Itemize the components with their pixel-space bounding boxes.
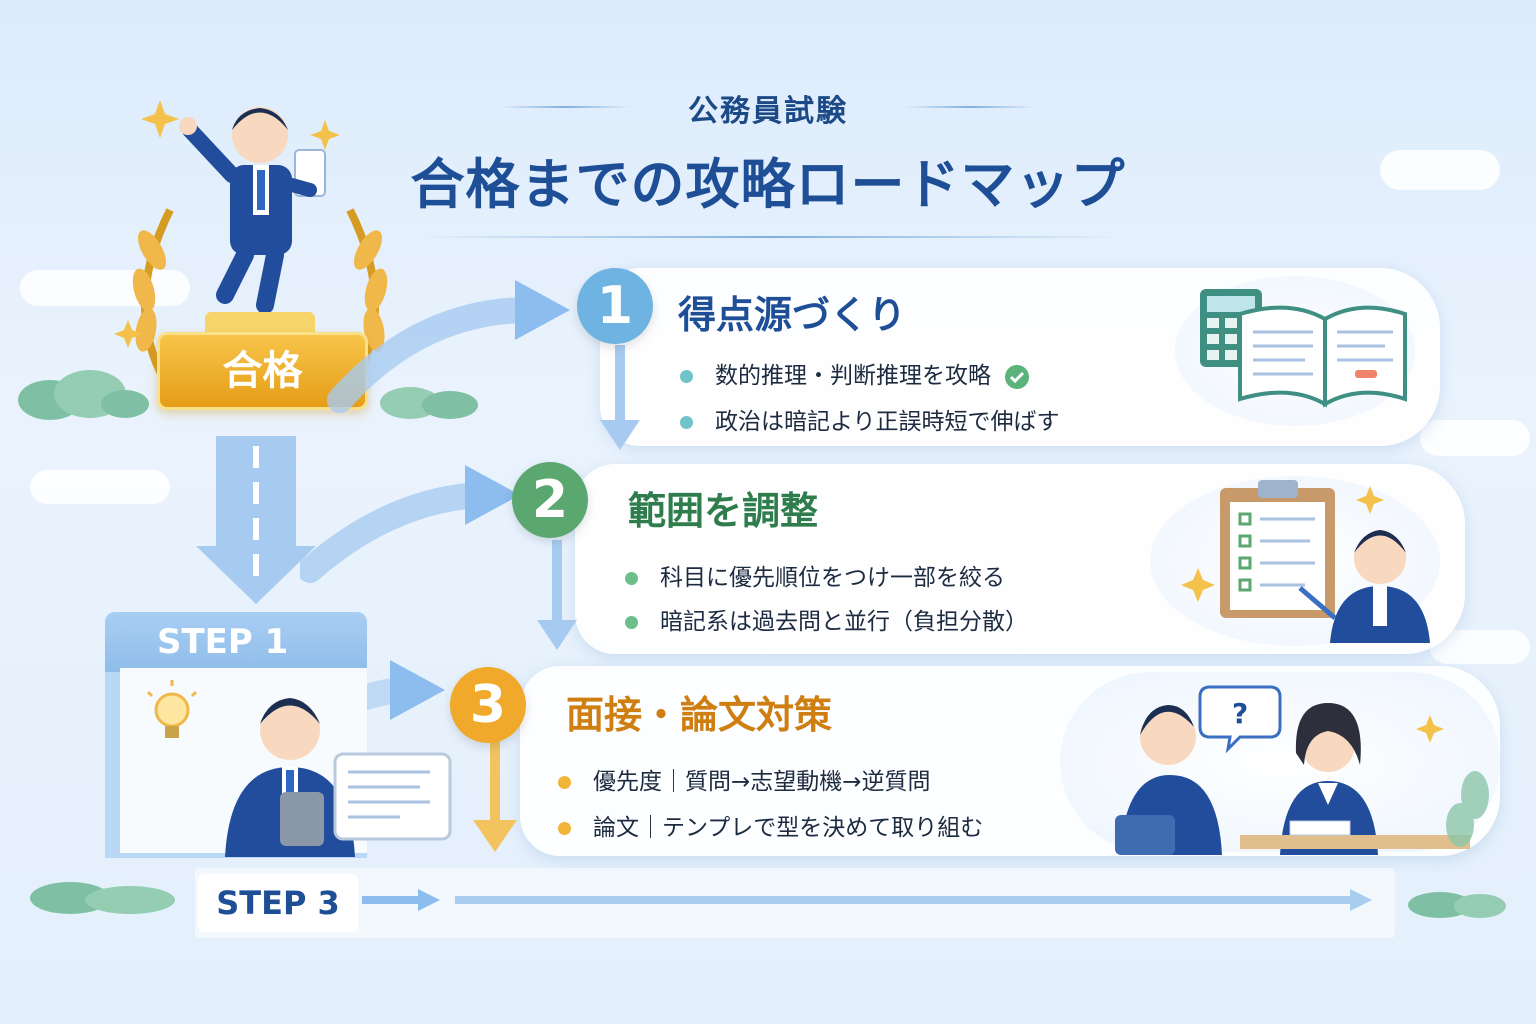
goal-illustration xyxy=(114,100,388,393)
bullet-dot xyxy=(625,572,638,585)
step1-bullet-2: 政治は暗記より正誤時短で伸ばす xyxy=(680,402,1060,436)
bush-right xyxy=(380,387,478,419)
connector-3-bottom xyxy=(473,740,517,852)
page-title: 合格までの攻略ロードマップ xyxy=(410,153,1126,216)
title-underline xyxy=(420,236,1120,238)
bullet-dot xyxy=(680,416,693,429)
title-rule-left xyxy=(500,106,630,108)
bush-bottom-left xyxy=(30,882,175,914)
bullet-dot xyxy=(680,370,693,383)
step1-label: STEP 1 xyxy=(157,622,289,662)
page-subtitle: 公務員試験 xyxy=(688,94,848,129)
step1-bullet-1: 数的推理・判断推理を攻略 xyxy=(680,356,1030,390)
lightbulb-icon xyxy=(146,680,198,738)
sparkle-icon xyxy=(114,100,340,348)
step2-illustration xyxy=(1181,480,1430,643)
svg-text:?: ? xyxy=(1232,697,1248,730)
open-book-icon xyxy=(1238,305,1407,408)
flow-arrows xyxy=(300,280,570,739)
down-arrow-main xyxy=(196,436,316,604)
step1-illustration xyxy=(1200,289,1407,408)
laurel-wreath-icon xyxy=(132,208,388,393)
step3-label: STEP 3 xyxy=(198,874,358,932)
cloud xyxy=(20,270,190,306)
step1-tab: STEP 1 xyxy=(105,612,367,672)
connector-1-2 xyxy=(600,345,640,450)
bush-bottom-right xyxy=(1408,892,1506,918)
connector-2-3 xyxy=(537,540,577,650)
bullet-dot xyxy=(625,616,638,629)
step3-number: 3 xyxy=(450,667,526,743)
step3-bullet-2: 論文｜テンプレで型を決めて取り組む xyxy=(558,808,983,842)
sparkle-icon xyxy=(1416,715,1444,743)
cloud xyxy=(30,470,170,504)
step3-arrows xyxy=(362,889,1372,911)
cloud xyxy=(1420,420,1530,456)
title-rule-right xyxy=(905,106,1035,108)
sparkle-icon xyxy=(1356,486,1384,514)
step3-bullet-1: 優先度｜質問→志望動機→逆質問 xyxy=(558,762,931,796)
bush-left xyxy=(18,370,149,420)
step2-bullet-2: 暗記系は過去問と並行（負担分散） xyxy=(625,602,1028,636)
person-jumping xyxy=(179,107,326,314)
sparkle-icon xyxy=(1181,568,1215,602)
bullet-dot xyxy=(558,776,571,789)
clipboard-icon xyxy=(1220,480,1335,618)
cloud xyxy=(1380,150,1500,190)
check-circle-icon xyxy=(1005,364,1030,389)
step3-title: 面接・論文対策 xyxy=(566,693,833,737)
step2-number: 2 xyxy=(512,462,588,538)
interview-illustration: ? xyxy=(1115,685,1489,855)
step1-number: 1 xyxy=(577,268,653,344)
step2-title: 範囲を調整 xyxy=(628,489,819,533)
student-illustration xyxy=(146,680,452,857)
step2-bullet-1: 科目に優先順位をつけ一部を絞る xyxy=(625,558,1005,592)
bullet-dot xyxy=(558,822,571,835)
question-bubble-icon: ? xyxy=(1198,685,1282,754)
step1-title: 得点源づくり xyxy=(678,293,907,337)
